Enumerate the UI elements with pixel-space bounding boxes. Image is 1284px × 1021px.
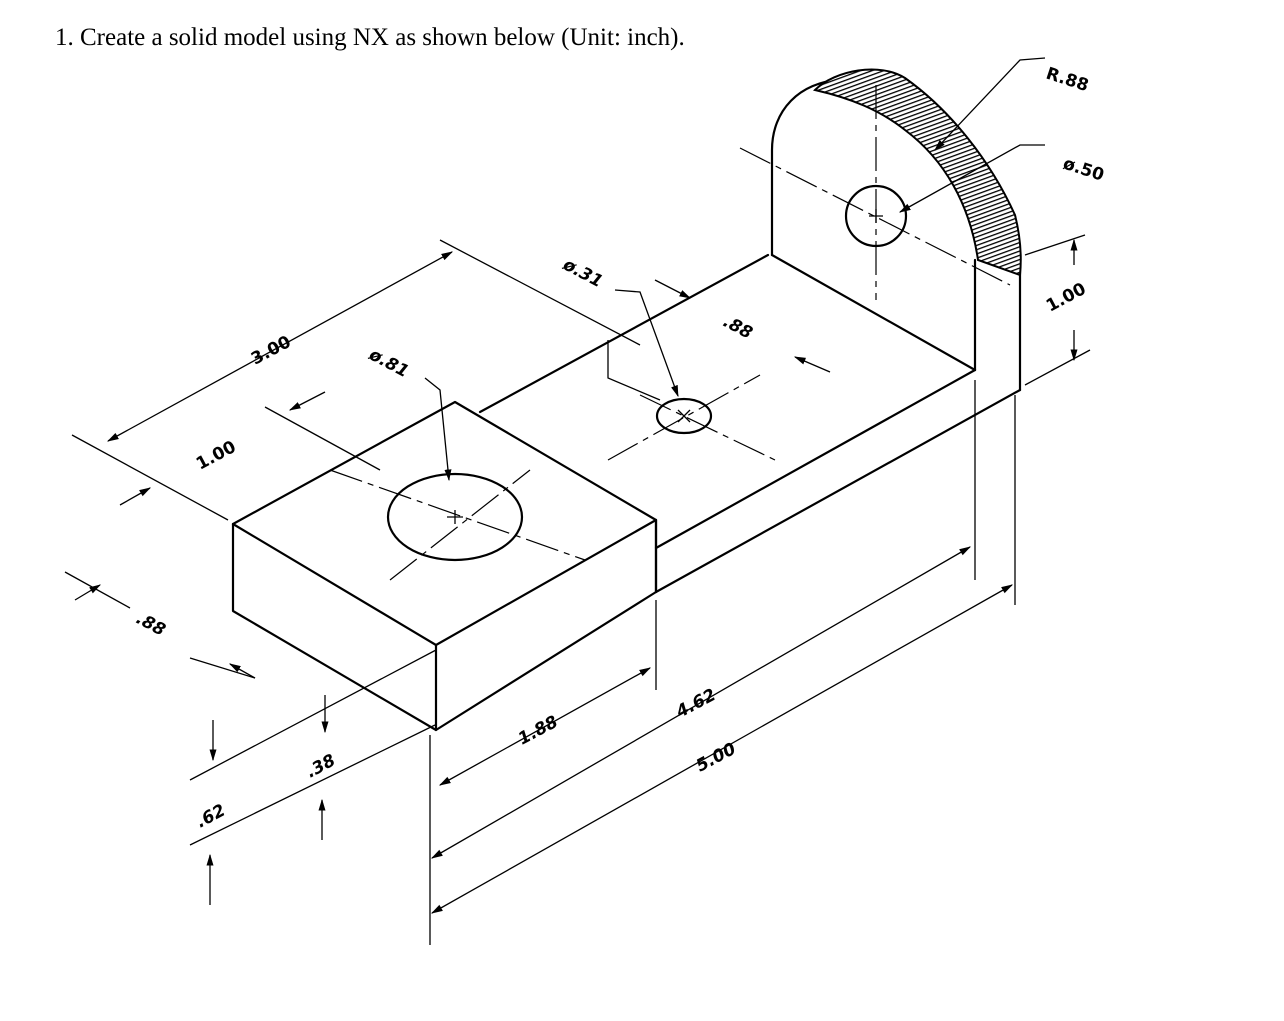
- solid-body: [231, 68, 1022, 732]
- dim-500: 5.00: [693, 739, 740, 776]
- dim-38: .38: [303, 751, 339, 783]
- dim-100-right: 1.00: [1043, 279, 1090, 316]
- dim-dia31: ø.31: [559, 254, 606, 292]
- dim-62: .62: [193, 801, 229, 833]
- holes: [329, 85, 1011, 581]
- dim-88-top: .88: [720, 312, 756, 344]
- dim-88-left: .88: [133, 609, 169, 641]
- base-top-edge: [654, 368, 977, 550]
- dim-r88: R.88: [1043, 64, 1091, 96]
- dim-300: 3.00: [248, 332, 295, 369]
- instruction-text: 1. Create a solid model using NX as show…: [55, 24, 685, 51]
- hole-small: [655, 397, 713, 435]
- dim-dia50: ø.50: [1060, 154, 1106, 186]
- dim-100-left: 1.00: [193, 437, 240, 474]
- dimension-lines: [64, 57, 1091, 945]
- dim-dia81: ø.81: [365, 344, 412, 382]
- dim-462: 4.62: [672, 685, 719, 723]
- dim-188: 1.88: [515, 712, 562, 749]
- upright-hatched-top: [813, 68, 1022, 277]
